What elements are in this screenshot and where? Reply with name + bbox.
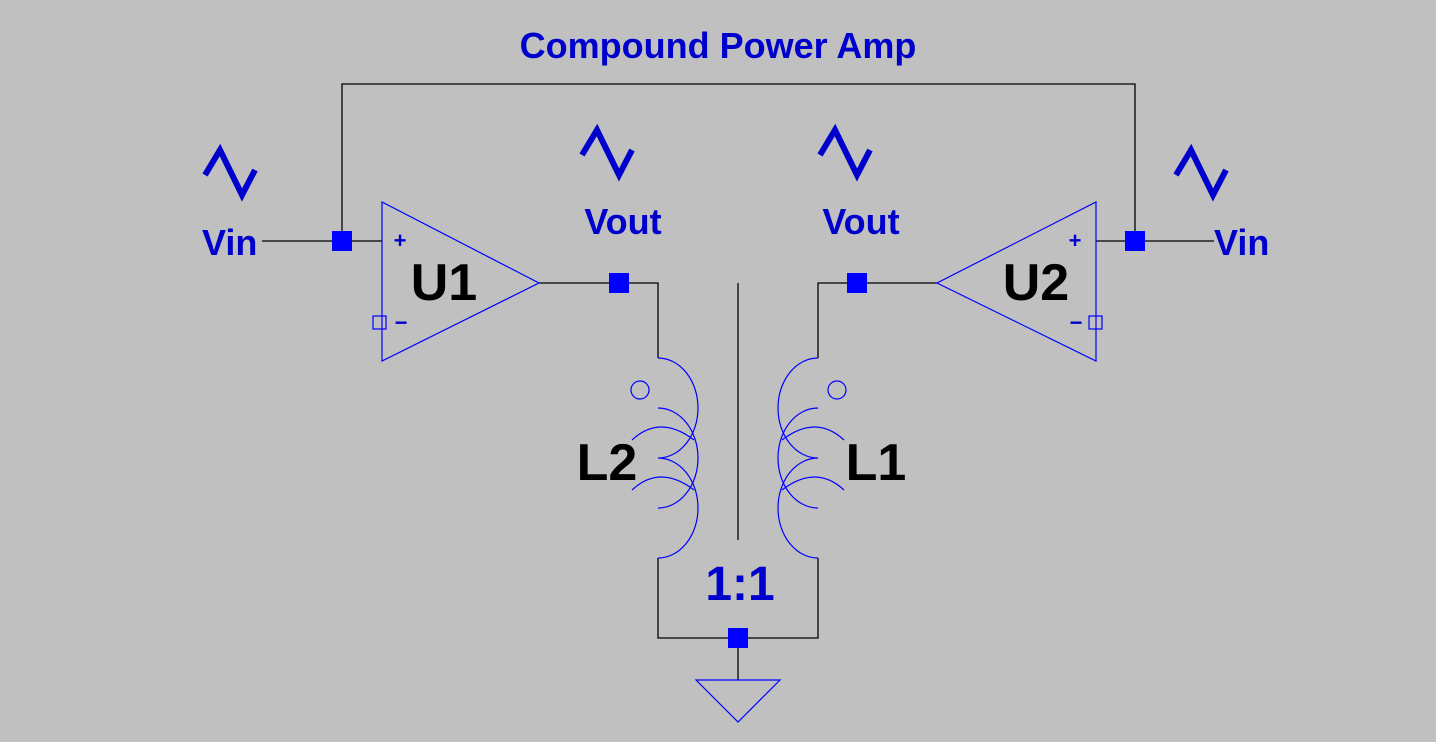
feedback-wire[interactable]: [341, 83, 1136, 241]
ac-wave-icon[interactable]: [817, 123, 873, 182]
inductor-l1[interactable]: [777, 357, 847, 559]
u1-output-wire[interactable]: [539, 282, 659, 358]
u2-pin-minus[interactable]: [1088, 315, 1103, 330]
u1-pin-minus[interactable]: [372, 315, 387, 330]
u2-output-wire[interactable]: [817, 282, 937, 358]
opamp-u1[interactable]: + −: [372, 201, 541, 362]
l1-polarity-dot: [827, 380, 847, 400]
l1-label: L1: [846, 434, 907, 492]
ac-wave-icon[interactable]: [1173, 143, 1229, 202]
u2-plus-sign: +: [1069, 228, 1082, 253]
right-vout-node[interactable]: [847, 273, 867, 293]
u1-minus-sign: −: [395, 310, 408, 335]
left-feedback-junction[interactable]: [332, 231, 352, 251]
net-label-vin-left[interactable]: Vin: [202, 222, 257, 263]
net-label-vout-left[interactable]: Vout: [584, 201, 661, 242]
l2-label: L2: [577, 434, 638, 492]
right-feedback-junction[interactable]: [1125, 231, 1145, 251]
transformer-ratio: 1:1: [705, 558, 774, 611]
inductor-l2[interactable]: [630, 357, 699, 559]
ac-wave-icon[interactable]: [579, 123, 635, 182]
u2-minus-sign: −: [1070, 310, 1083, 335]
u1-plus-sign: +: [394, 228, 407, 253]
l2-polarity-dot: [630, 380, 650, 400]
schematic-title: Compound Power Amp: [520, 25, 917, 66]
left-vout-node[interactable]: [609, 273, 629, 293]
net-label-vout-right[interactable]: Vout: [822, 201, 899, 242]
net-label-vin-right[interactable]: Vin: [1214, 222, 1269, 263]
ground-node[interactable]: [728, 628, 748, 648]
ground-icon[interactable]: [694, 679, 782, 723]
u1-label: U1: [411, 254, 477, 312]
ac-wave-icon[interactable]: [202, 143, 258, 202]
opamp-u2[interactable]: + −: [935, 201, 1103, 362]
u2-label: U2: [1003, 254, 1069, 312]
